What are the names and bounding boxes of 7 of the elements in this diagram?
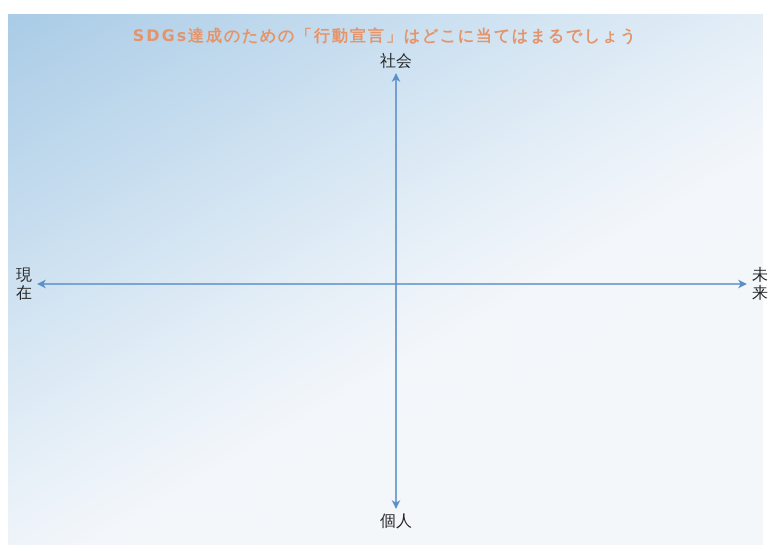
axis-arrow bbox=[392, 73, 400, 509]
axis-label: 未来 bbox=[752, 266, 768, 302]
title: SDGs達成のための「行動宣言」はどこに当てはまるでしょう bbox=[132, 26, 640, 47]
axis-label: 個人 bbox=[380, 512, 412, 530]
axis-arrow bbox=[37, 280, 747, 288]
axis-label: 社会 bbox=[380, 52, 412, 70]
axis-label: 現在 bbox=[16, 266, 32, 302]
